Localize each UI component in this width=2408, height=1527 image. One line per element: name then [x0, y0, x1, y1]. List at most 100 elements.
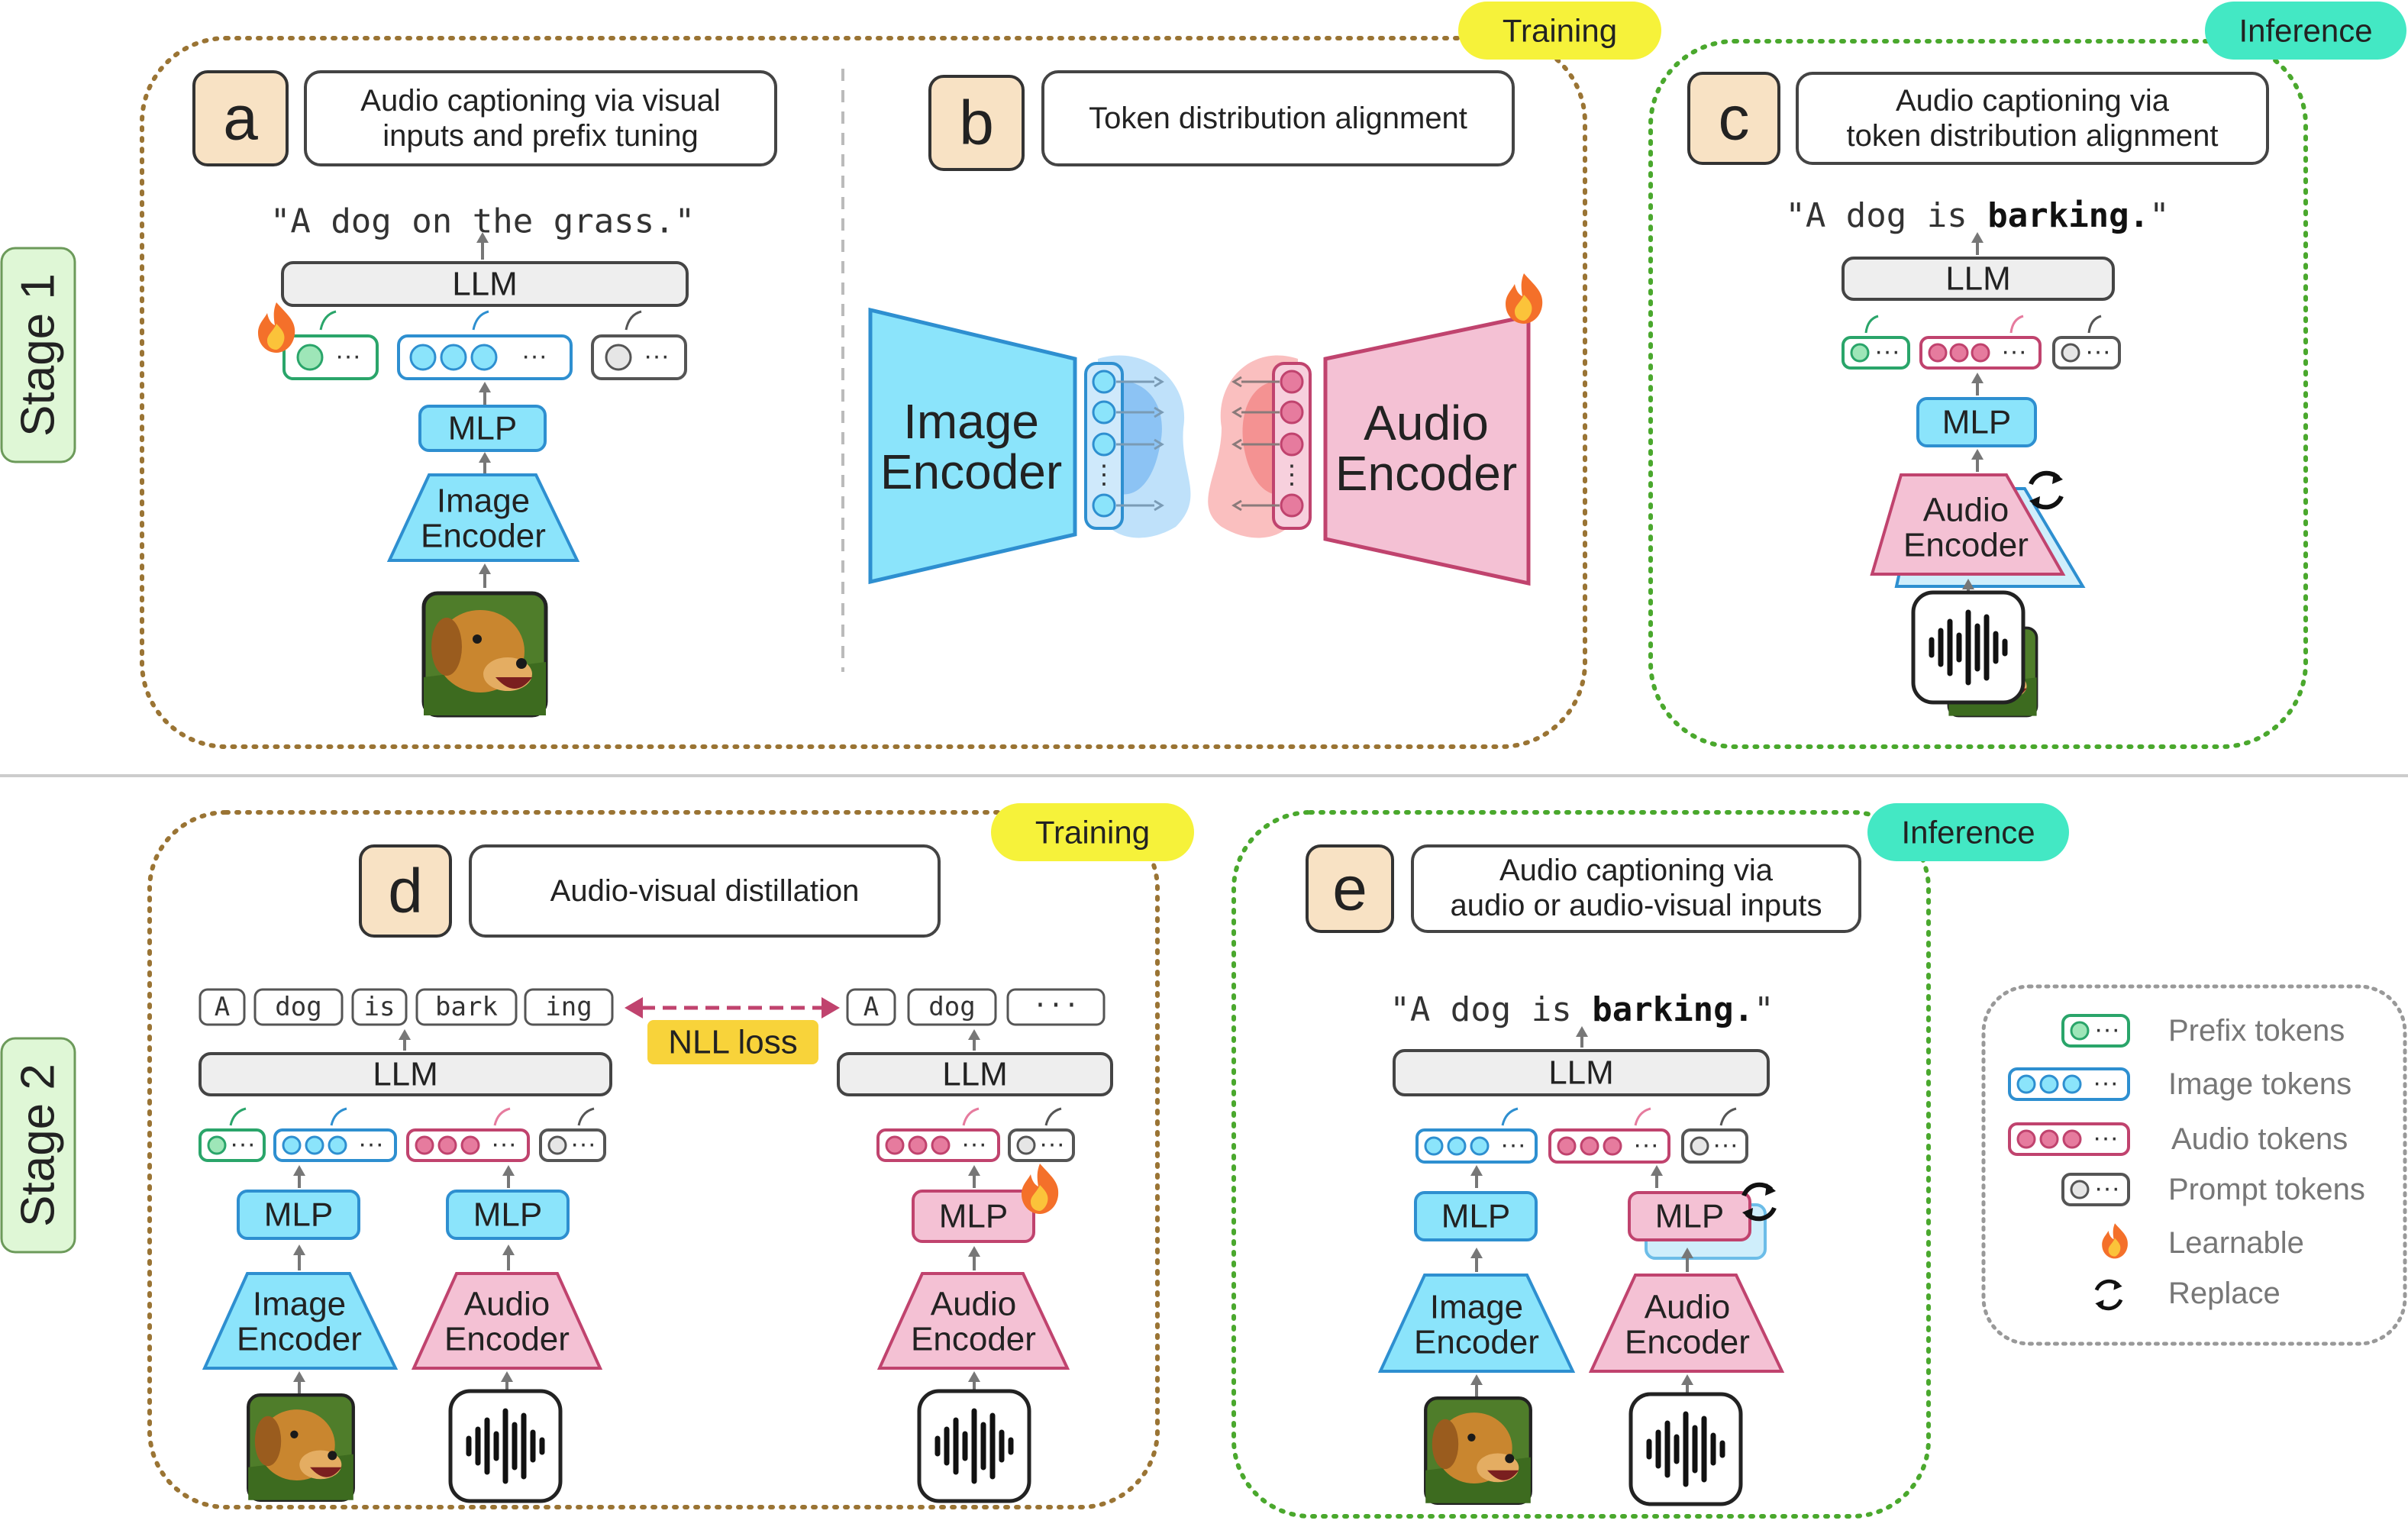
svg-text:···: ··· [1633, 1130, 1659, 1159]
panel-a: a Audio captioning via visual inputs and… [192, 70, 777, 715]
fire-icon [1506, 273, 1543, 324]
panel-e-title-2: audio or audio-visual inputs [1451, 889, 1822, 922]
nll-loss-label: NLL loss [668, 1024, 798, 1061]
svg-text:···: ··· [2085, 337, 2111, 366]
dog-photo-icon [1425, 1398, 1531, 1503]
panel-b-audio-encoder [1323, 313, 1531, 586]
panel-c-title-2: token distribution alignment [1847, 119, 2219, 153]
token-word: A [215, 992, 230, 1022]
panel-c-llm [1842, 257, 2115, 301]
svg-text:Image tokens: Image tokens [2168, 1067, 2352, 1101]
stage1-inference-frame [1648, 39, 2308, 749]
stage1-training-badge: Training [1458, 2, 1661, 60]
svg-text:Image: Image [437, 483, 530, 520]
svg-text:Replace: Replace [2168, 1277, 2280, 1310]
legend-replace: Replace [2095, 1277, 2280, 1310]
panel-c-audio-encoder [1870, 473, 2066, 576]
svg-text:···: ··· [1039, 1129, 1065, 1158]
panel-d-image-encoder [202, 1272, 399, 1370]
svg-text:Inference: Inference [1901, 815, 2035, 851]
panel-a-image-tokens: ··· [397, 310, 573, 380]
panel-c-title-1: Audio captioning via [1896, 84, 2170, 118]
panel-c-prompt-tokens: ··· [2052, 315, 2121, 370]
svg-text:Audio: Audio [1364, 395, 1489, 450]
svg-text:···: ··· [1712, 1130, 1738, 1159]
panel-e: e Audio captioning via audio or audio-vi… [1306, 844, 1861, 1504]
stage2-inference-frame [1231, 810, 1931, 1519]
panel-d-student-token-row: ··· ··· [876, 1107, 1075, 1162]
svg-text:Encoder: Encoder [1335, 446, 1517, 501]
token-word: is [364, 992, 395, 1022]
svg-text:Audio: Audio [1923, 492, 2009, 529]
svg-text:Encoder: Encoder [1625, 1324, 1750, 1361]
svg-text:···: ··· [358, 1129, 384, 1158]
svg-text:···: ··· [961, 1129, 987, 1158]
legend-audio: ··· Audio tokens [2008, 1122, 2348, 1156]
svg-text:MLP: MLP [1655, 1198, 1724, 1235]
panel-d-image-mlp [237, 1190, 360, 1240]
svg-text:···: ··· [230, 1129, 256, 1158]
panel-e-letter: e [1332, 854, 1367, 924]
svg-text:⋮: ⋮ [1091, 460, 1117, 489]
panel-b-image-encoder [868, 307, 1077, 585]
stage1-training-frame [140, 36, 1587, 749]
panel-c-caption: "A dog is barking." [1785, 196, 2169, 235]
svg-text:···: ··· [1874, 337, 1900, 366]
panel-a-image-encoder [386, 473, 580, 562]
stage2-training-frame [147, 810, 1160, 1509]
svg-text:Training: Training [1035, 815, 1150, 851]
panel-d-student-audio-encoder [876, 1272, 1070, 1370]
panel-a-llm [281, 261, 689, 307]
panel-d-teacher-llm [199, 1052, 612, 1096]
fire-icon [258, 302, 295, 353]
svg-text:···: ··· [2001, 337, 2027, 366]
svg-text:Encoder: Encoder [421, 518, 546, 555]
panel-a-prompt-tokens: ··· [591, 310, 687, 380]
svg-text:MLP: MLP [1942, 404, 2011, 441]
stage1-text: Stage 1 [12, 273, 65, 437]
svg-text:···: ··· [521, 341, 547, 370]
svg-text:···: ··· [644, 341, 670, 370]
token-word: A [863, 992, 879, 1022]
svg-text:Image: Image [253, 1286, 346, 1323]
panel-c-prefix-tokens: ··· [1842, 315, 1910, 370]
panel-a-prefix-tokens: ··· [282, 310, 379, 380]
panel-e-audio-encoder [1588, 1274, 1785, 1373]
svg-text:Encoder: Encoder [1414, 1324, 1539, 1361]
svg-text:···: ··· [2094, 1173, 2120, 1203]
panel-e-caption: "A dog is barking." [1390, 990, 1774, 1029]
token-word: dog [275, 992, 321, 1022]
svg-text:Encoder: Encoder [880, 444, 1062, 499]
panel-c: c Audio captioning via token distributio… [1687, 72, 2269, 718]
token-word: dog [928, 992, 975, 1022]
panel-d-teacher-token-row: ··· ··· ··· ··· [199, 1107, 606, 1162]
waveform-icon [919, 1391, 1029, 1501]
svg-text:Training: Training [1503, 13, 1617, 49]
dog-photo-icon [424, 593, 546, 715]
panel-d-audio-encoder [411, 1272, 603, 1370]
panel-e-llm [1393, 1049, 1770, 1096]
svg-text:LLM: LLM [1945, 260, 2011, 298]
panel-d: d Audio-visual distillation A dog is bar… [199, 844, 1113, 1501]
stage2-text: Stage 2 [12, 1064, 65, 1227]
svg-text:LLM: LLM [1548, 1054, 1614, 1092]
svg-text:Audio tokens: Audio tokens [2171, 1122, 2348, 1156]
svg-text:···: ··· [2093, 1068, 2119, 1097]
panel-a-title-2: inputs and prefix tuning [383, 119, 699, 153]
panel-c-letter: c [1719, 84, 1750, 153]
svg-text:···: ··· [2094, 1015, 2120, 1044]
panel-b-letter: b [959, 89, 994, 158]
svg-text:Image: Image [1430, 1289, 1523, 1326]
svg-text:MLP: MLP [1441, 1198, 1510, 1235]
panel-d-teacher-tokens: A dog is bark ing [199, 988, 614, 1026]
stage1-inference-badge: Inference [2205, 2, 2406, 60]
legend-learnable: Learnable [2102, 1223, 2304, 1260]
token-word: ··· [1032, 990, 1079, 1021]
svg-text:LLM: LLM [373, 1056, 438, 1093]
panel-b-title: Token distribution alignment [1089, 102, 1467, 135]
panel-e-image-encoder [1377, 1274, 1576, 1373]
svg-text:Audio: Audio [931, 1286, 1017, 1323]
token-word: bark [435, 992, 498, 1022]
svg-text:MLP: MLP [939, 1198, 1008, 1235]
waveform-icon [1631, 1394, 1741, 1504]
